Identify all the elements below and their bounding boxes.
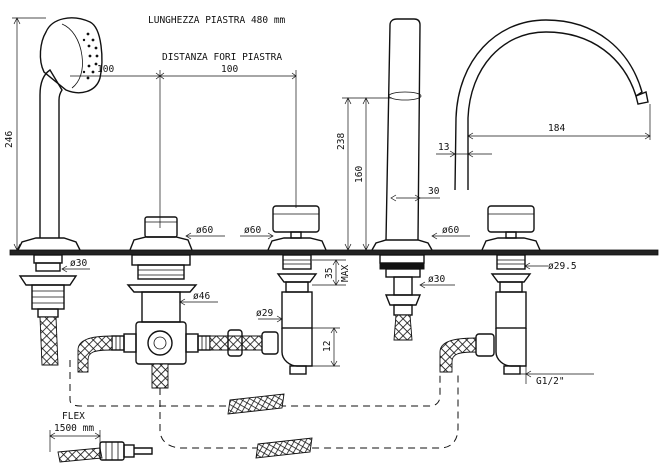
reach-184-value: 184 (548, 123, 565, 134)
d60-c-value: ø60 (442, 225, 459, 236)
flex-hoses (77, 329, 477, 373)
d30-left-value: ø30 (70, 258, 87, 269)
spacing-right-value: 100 (221, 64, 238, 75)
flex-title: FLEX (62, 411, 85, 422)
plate-length-label: LUNGHEZZA PIASTRA 480 mm (148, 15, 286, 26)
spout-dimensions: 238 160 30 ø60 ø30 (336, 97, 470, 289)
d30-spout-value: ø30 (428, 274, 445, 285)
d60-a-value: ø60 (196, 225, 213, 236)
len-12-value: 12 (322, 341, 333, 352)
height-246-value: 246 (4, 131, 15, 148)
max-label: MAX (340, 265, 351, 282)
mixer-valve-hot (475, 205, 541, 375)
mixer-hot-dimensions: ø29.5 G1/2" (520, 261, 594, 387)
height-246-dimension: 246 (4, 17, 46, 251)
d46-value: ø46 (193, 291, 210, 302)
mixer-cold-dimensions: ø60 ø29 35 MAX 12 (240, 225, 351, 367)
diverter-valve (111, 216, 211, 389)
thread-value: G1/2" (536, 376, 565, 387)
d29-5-value: ø29.5 (548, 261, 577, 272)
spacing-dimension: 100 100 (70, 64, 297, 228)
spout (371, 18, 433, 341)
max-35-value: 35 (324, 268, 335, 279)
spacing-left-value: 100 (97, 64, 114, 75)
d30-left-dimension: ø30 (61, 258, 90, 273)
flex-length: 1500 mm (54, 423, 94, 434)
d29-value: ø29 (256, 308, 273, 319)
spout-side-view: 184 13 (436, 19, 651, 191)
d60-b-value: ø60 (244, 225, 261, 236)
flex-hose-detail: FLEX 1500 mm (49, 411, 153, 463)
mixer-valve-cold (267, 205, 327, 375)
offset-13-value: 13 (438, 142, 449, 153)
diverter-dimensions: ø60 ø46 (179, 225, 225, 306)
height-160-value: 160 (354, 166, 365, 183)
deck-plate (9, 249, 659, 256)
hose-routing (69, 360, 459, 459)
hole-spacing-label: DISTANZA FORI PIASTRA (162, 52, 282, 63)
width-30-value: 30 (428, 186, 440, 197)
hand-shower (17, 17, 103, 366)
height-238-value: 238 (336, 133, 347, 150)
